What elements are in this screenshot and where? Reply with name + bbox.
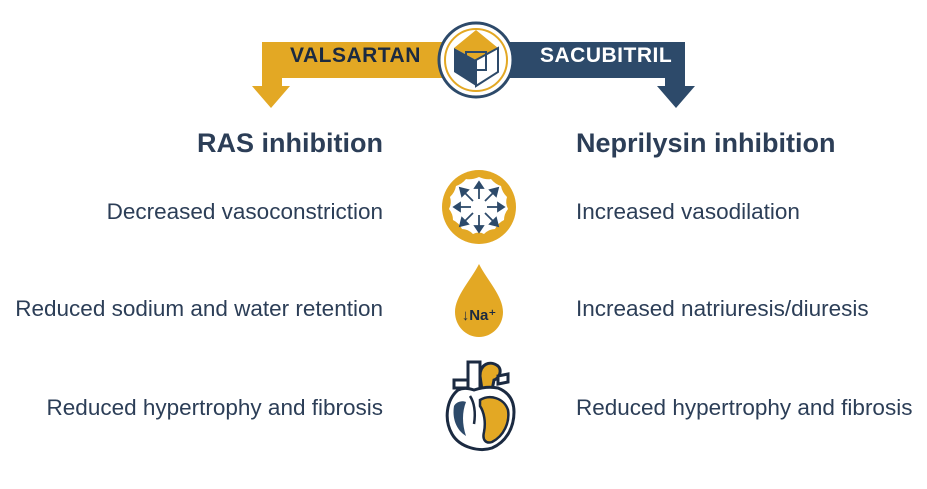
logo-icon <box>437 21 515 99</box>
drug-banner <box>252 21 695 108</box>
ras-inhibition-heading: RAS inhibition <box>197 128 383 158</box>
sacubitril-label: SACUBITRIL <box>540 44 673 67</box>
row-2-left-text: Reduced sodium and water retention <box>15 296 383 321</box>
vessel-icon <box>442 170 516 244</box>
sodium-drop-icon <box>455 264 503 337</box>
sacubitril-arrow <box>478 42 695 108</box>
row-1-left-text: Decreased vasoconstriction <box>106 199 383 224</box>
neprilysin-inhibition-heading: Neprilysin inhibition <box>576 128 836 158</box>
row-3-left-text: Reduced hypertrophy and fibrosis <box>46 395 383 420</box>
valsartan-arrow <box>252 42 458 108</box>
row-3-right-text: Reduced hypertrophy and fibrosis <box>576 395 913 420</box>
row-2-right-text: Increased natriuresis/diuresis <box>576 296 869 321</box>
sodium-label: ↓Na⁺ <box>461 307 497 324</box>
heart-icon <box>445 360 516 451</box>
valsartan-label: VALSARTAN <box>290 44 421 67</box>
row-1-right-text: Increased vasodilation <box>576 199 800 224</box>
